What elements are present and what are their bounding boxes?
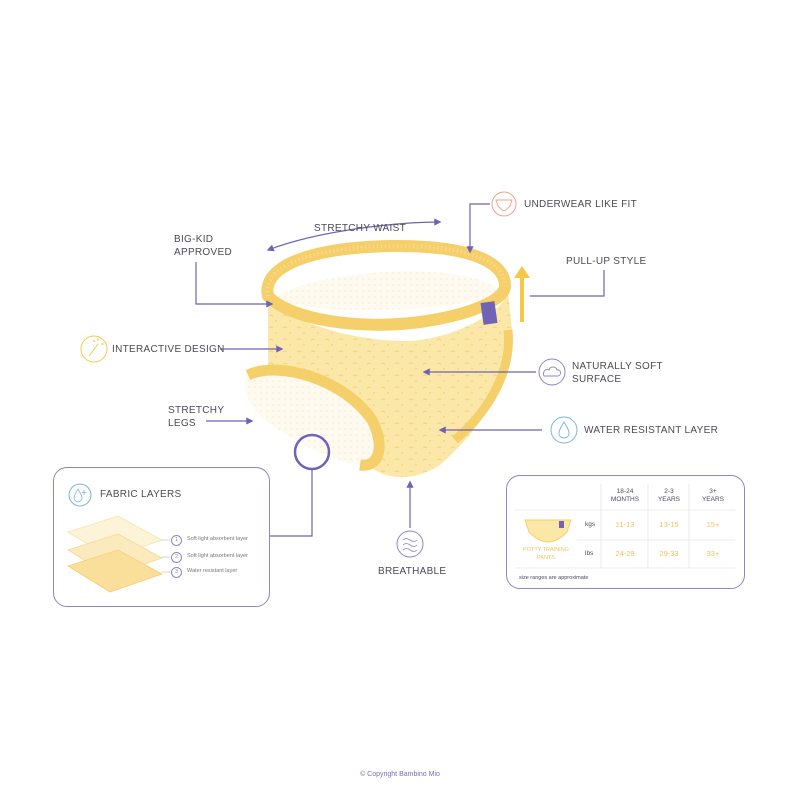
lbs-2-3: 29-33 [650,549,688,558]
layer-number-3: 3 [171,567,182,578]
pull-up-style-label: PULL-UP STYLE [566,255,646,268]
size-header-2-3: 2-3 YEARS [650,488,688,504]
layer-text-2: Soft light absorbent layer [187,553,248,559]
stretchy-waist-label: STRETCHY WAIST [314,222,406,235]
breathable-label: BREATHABLE [378,565,446,578]
size-chart-panel: POTTY TRAINING PANTS 18-24 MONTHS 2-3 YE… [506,475,745,589]
fabric-layers-title: FABRIC LAYERS [100,489,182,500]
fabric-layers-panel: FABRIC LAYERS 1 Soft light absorbent lay… [53,467,270,607]
swatch-tag-icon [559,521,564,528]
layer-number-2: 2 [171,552,182,563]
training-pants-illustration [245,246,512,477]
lbs-3plus: 33+ [691,549,735,558]
underwear-icon [492,192,516,216]
kgs-3plus: 15+ [691,520,735,529]
layer-text-1: Soft light absorbent layer [187,536,248,542]
cloud-icon [539,359,565,385]
water-resistant-layer-label: WATER RESISTANT LAYER [584,424,718,437]
stretchy-legs-label: STRETCHY LEGS [168,404,224,430]
unit-lbs: lbs [585,550,593,557]
copyright-text: © Copyright Bambino Mio [0,771,800,778]
layer-text-3: Water resistant layer [187,568,237,574]
big-kid-approved-label: BIG-KID APPROVED [174,233,232,259]
naturally-soft-surface-label: NATURALLY SOFT SURFACE [572,360,663,386]
size-note: size ranges are approximate [519,575,588,581]
breathable-icon [397,531,423,557]
water-drop-icon [551,417,577,443]
interactive-design-label: INTERACTIVE DESIGN [112,343,225,356]
product-name: POTTY TRAINING PANTS [515,546,577,562]
unit-kgs: kgs [585,521,595,528]
droplet-plus-glyph [74,489,87,502]
underwear-like-fit-label: UNDERWEAR LIKE FIT [524,198,637,211]
kgs-2-3: 13-15 [650,520,688,529]
lbs-18-24: 24-29 [605,549,645,558]
size-header-3plus: 3+ YEARS [691,488,735,504]
wand-icon [81,336,107,362]
layer-number-1: 1 [171,535,182,546]
size-header-18-24: 18-24 MONTHS [605,488,645,504]
pants-thumbnail [525,520,571,542]
droplet-plus-icon [69,484,91,506]
kgs-18-24: 11-13 [605,520,645,529]
